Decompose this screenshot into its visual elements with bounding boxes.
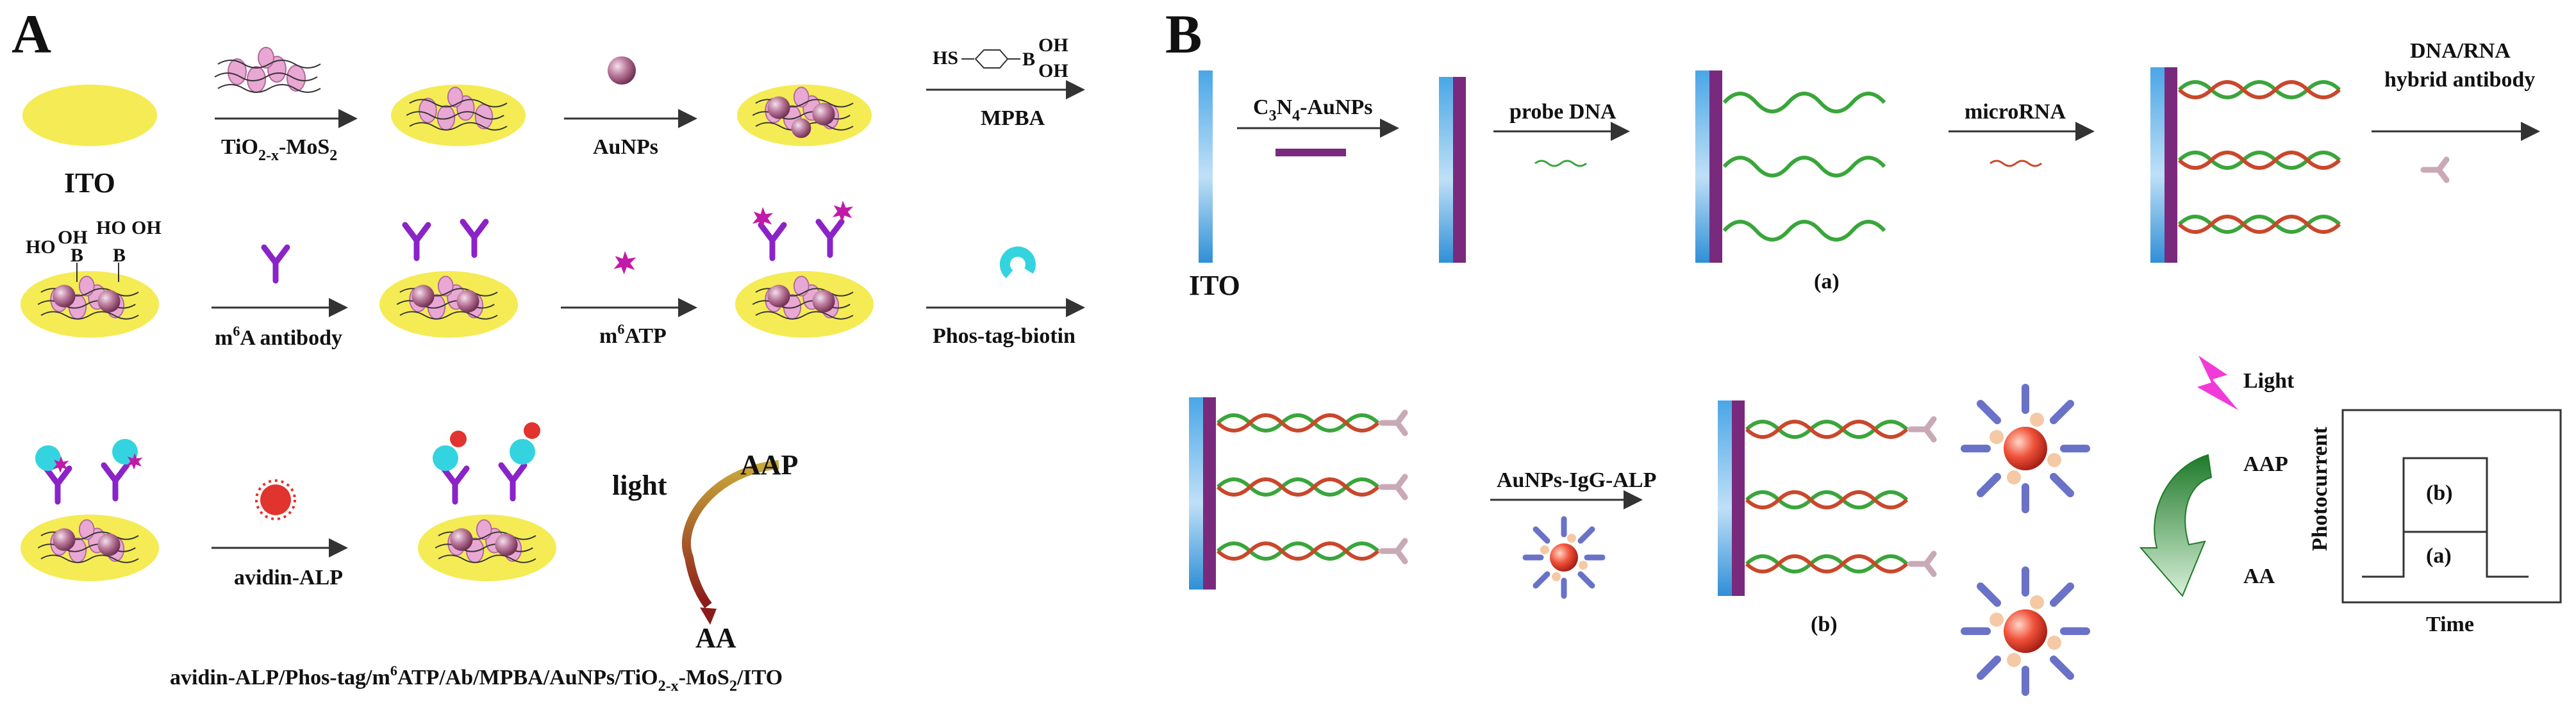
ito-substrate	[22, 85, 157, 146]
step1-label-b: C3N4-AuNPs	[1253, 95, 1372, 124]
ito-electrode-b	[1199, 70, 1213, 263]
probe-dna-icon	[1534, 160, 1587, 167]
svg-text:HO: HO	[96, 217, 126, 238]
step5-label: m6ATP	[599, 321, 667, 348]
svg-text:OH: OH	[1038, 35, 1068, 56]
mark-b: (b)	[1811, 613, 1838, 636]
electrode-probe-dna	[1695, 70, 1886, 263]
graph-mark-b: (b)	[2426, 481, 2453, 505]
aunps-icon	[608, 56, 636, 85]
svg-text:OH: OH	[58, 227, 88, 248]
step2-label: AuNPs	[593, 135, 658, 159]
electrode-tio2-mos2	[391, 85, 526, 146]
avidin-alp-icon	[255, 479, 296, 520]
panel-b-letter: B	[1165, 3, 1202, 65]
svg-text:B: B	[1022, 49, 1035, 70]
ito-electrode-b2	[1439, 77, 1453, 263]
electrode-aunps	[737, 85, 872, 146]
phos-tag-biotin-icon	[999, 246, 1036, 279]
light-bolt-icon	[2197, 356, 2238, 410]
svg-text:HS: HS	[933, 47, 958, 69]
m6atp-icon	[613, 251, 636, 275]
svg-text:B: B	[113, 245, 126, 266]
mpba-structure: HS B OH OH	[933, 35, 1068, 81]
step3-label: MPBA	[981, 106, 1045, 130]
m6a-antibody-icon	[264, 247, 287, 281]
step7-label: avidin-ALP	[234, 566, 343, 590]
step1-label: TiO2-x-MoS2	[221, 135, 337, 164]
electrode-hybrid	[2150, 67, 2341, 263]
step4-label-b-line2: hybrid antibody	[2384, 68, 2535, 92]
conversion-arrow-b	[2139, 454, 2213, 597]
graph-ylabel: Photocurrent	[2308, 426, 2332, 551]
svg-text:B: B	[71, 245, 83, 266]
ito-label: ITO	[64, 167, 115, 199]
step6-label: Phos-tag-biotin	[933, 324, 1076, 348]
step5-label-b: AuNPs-IgG-ALP	[1497, 468, 1656, 492]
mark-a: (a)	[1814, 270, 1840, 293]
step2-label-b: probe DNA	[1509, 100, 1616, 124]
electrode-phos-tag	[21, 439, 159, 581]
light-label-a: light	[612, 470, 667, 501]
electrode-mpba: B B HO OH HO OH	[21, 217, 162, 338]
electrode-antibody	[379, 222, 518, 338]
graph-mark-a: (a)	[2426, 544, 2452, 568]
svg-text:HO: HO	[26, 236, 56, 258]
photocurrent-inset-graph	[2341, 409, 2562, 604]
graph-xlabel: Time	[2426, 613, 2474, 636]
c3n4-layer-b2	[1453, 77, 1466, 263]
aunps-igg-alp-icon	[1522, 516, 1606, 599]
c3n4-aunps-icon	[1276, 149, 1346, 156]
step4-label-b-line1: DNA/RNA	[2410, 39, 2511, 63]
electrode-hybrid-antibody	[1189, 397, 1405, 590]
conversion-arrow-a	[682, 460, 779, 609]
microrna-icon	[1990, 160, 2042, 167]
step4-label: m6A antibody	[215, 323, 342, 350]
panel-a-letter: A	[12, 3, 51, 65]
svg-text:OH: OH	[131, 217, 162, 238]
svg-text:OH: OH	[1038, 60, 1068, 81]
aa-label-b: AA	[2243, 565, 2275, 588]
electrode-m6atp	[735, 201, 874, 338]
final-electrode-label: avidin-ALP/Phos-tag/m6ATP/Ab/MPBA/AuNPs/…	[170, 663, 783, 695]
aa-label-a: AA	[695, 622, 736, 654]
ito-label-b: ITO	[1189, 270, 1240, 301]
electrode-signal-complex	[1718, 384, 2090, 696]
light-label-b: Light	[2243, 369, 2295, 393]
electrode-final	[418, 422, 556, 581]
aap-label-a: AAP	[740, 449, 798, 481]
step3-label-b: microRNA	[1965, 100, 2066, 124]
aap-label-b: AAP	[2243, 452, 2288, 476]
tio2-mos2-flakes-icon	[214, 47, 321, 93]
hybrid-antibody-icon	[2423, 160, 2447, 180]
